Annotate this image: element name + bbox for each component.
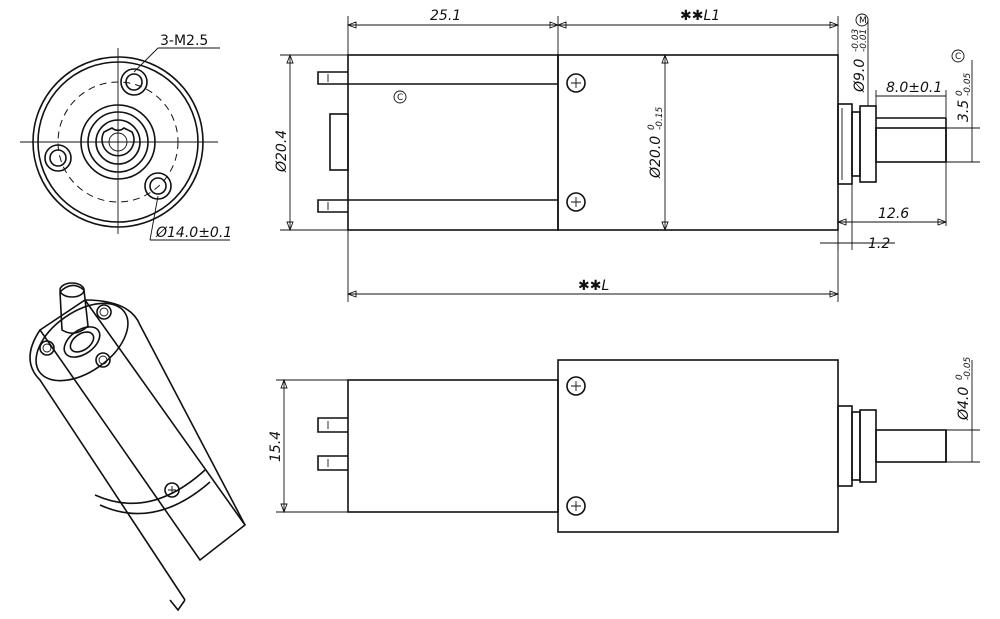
dia-gear-label: Ø20.4 — [274, 130, 290, 173]
mounting-hole — [144, 172, 172, 200]
pcd-label: Ø14.0±0.1 — [155, 225, 232, 241]
boss-h-label: 1.2 — [868, 236, 890, 252]
front-view — [20, 47, 230, 241]
isometric-view — [29, 282, 247, 612]
shaft-dia-tol-dn: -0.05 — [963, 356, 973, 380]
top-view: C — [317, 54, 947, 231]
mounting-hole — [120, 68, 148, 96]
shaft-dia-label: Ø4.0 — [956, 387, 972, 421]
shaft-len-label: 8.0±0.1 — [886, 80, 942, 96]
top-dimensions — [280, 13, 980, 302]
mounting-hole — [44, 144, 72, 172]
shaft-flat-label: 3.5 — [956, 100, 972, 122]
c-mark: C — [397, 93, 403, 103]
dia-motor-tol-dn: -0.15 — [655, 106, 665, 130]
dia-boss-tol-dn: -0.01 — [859, 29, 869, 52]
shaft-ext-label: 12.6 — [878, 206, 909, 222]
motor-len-label: ✱✱L1 — [680, 8, 720, 24]
gear-len-label: 25.1 — [430, 8, 461, 24]
shaft-flat-tol-dn: -0.05 — [963, 72, 973, 96]
side-view — [317, 359, 947, 533]
shaft-flat-tol-up: 0 — [955, 90, 965, 96]
c-mark: C — [955, 52, 961, 62]
holes-label: 3-M2.5 — [160, 33, 208, 49]
side-dimensions — [276, 360, 980, 514]
dia-boss-label: Ø9.0 — [852, 59, 868, 93]
dia-motor-tol-up: 0 — [647, 124, 657, 130]
dia-boss-tol-up: -0.03 — [851, 28, 861, 52]
m-mark: M — [859, 16, 867, 26]
shaft-dia-tol-up: 0 — [955, 374, 965, 380]
total-len-label: ✱✱L — [578, 278, 609, 294]
dia-motor-label: Ø20.0 — [648, 136, 664, 179]
width-side-label: 15.4 — [268, 431, 284, 462]
